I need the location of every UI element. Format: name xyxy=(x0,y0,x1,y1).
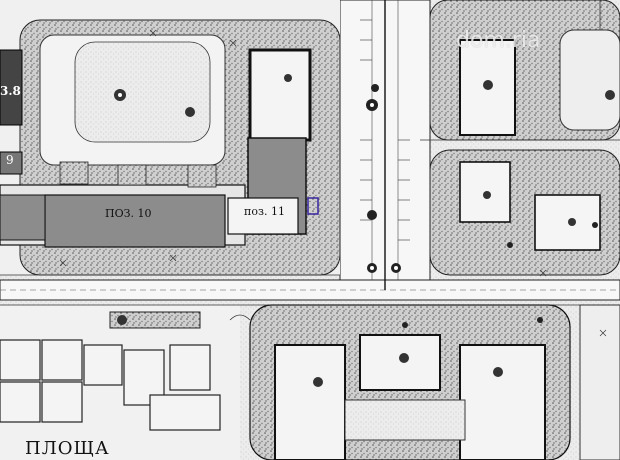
building-label-pos9: 9 xyxy=(6,153,14,167)
watermark-logo: dom.ria xyxy=(456,28,541,53)
square-label: ПЛОЩА xyxy=(25,438,110,459)
building-label-pos10: ПОЗ. 10 xyxy=(105,207,152,220)
building-label-pos11: поз. 11 xyxy=(244,205,285,218)
building-label-pos8: 3.8 xyxy=(0,84,21,98)
